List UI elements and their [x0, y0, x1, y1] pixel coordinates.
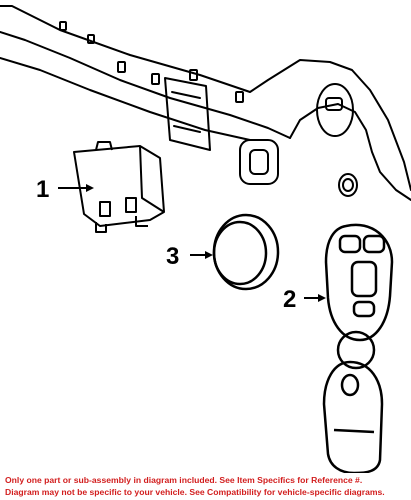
arrowhead-1 [86, 184, 94, 192]
battery-part [212, 213, 280, 291]
callout-number-3: 3 [166, 243, 179, 270]
parts-diagram: 1 2 3 [0, 5, 411, 473]
arrowhead-3 [205, 251, 213, 259]
disclaimer-line-2: Diagram may not be specific to your vehi… [5, 487, 385, 497]
vehicle-frame-panel [0, 5, 411, 201]
disclaimer-footer: Only one part or sub-assembly in diagram… [0, 473, 411, 500]
callout-number-2: 2 [283, 286, 296, 313]
key-fob-transmitter [322, 223, 394, 473]
disclaimer-line-1: Only one part or sub-assembly in diagram… [5, 475, 363, 485]
receiver-module [73, 141, 165, 233]
callout-number-1: 1 [36, 176, 49, 203]
arrowhead-2 [318, 294, 326, 302]
